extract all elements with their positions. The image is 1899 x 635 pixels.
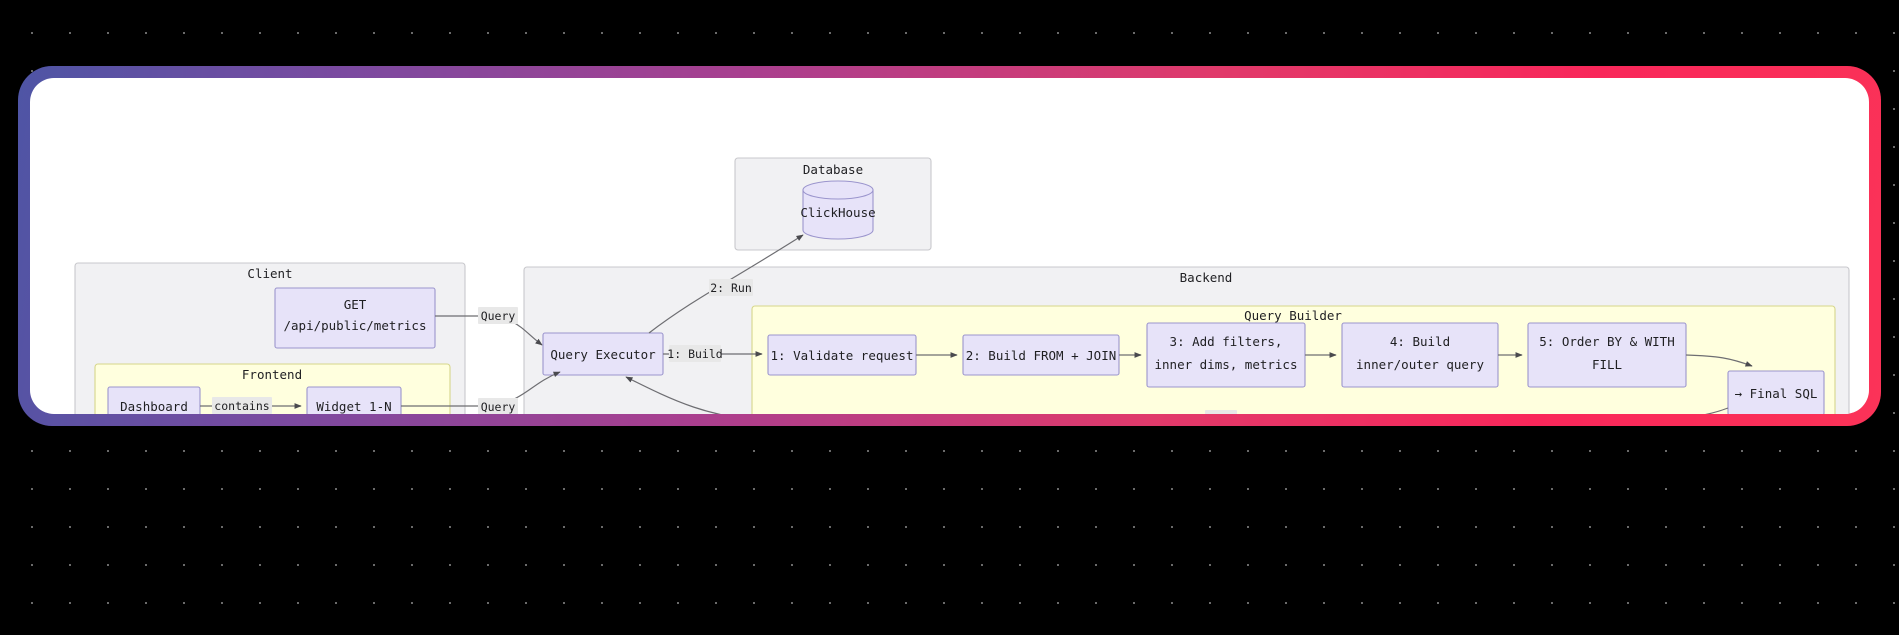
node-dashboard[interactable]: Dashboard [107,386,201,414]
svg-text:1: Build: 1: Build [667,347,722,361]
node-step-5-line1: 5: Order BY & WITH [1539,334,1674,349]
node-api-endpoint-line1: GET [344,297,367,312]
node-step-3-box[interactable] [1146,322,1306,388]
node-widget-label: Widget 1-N [316,399,391,414]
node-clickhouse[interactable]: ClickHouse [800,180,876,240]
subgraph-backend-label: Backend [1180,270,1233,285]
diagram-card: Client GET /api/public/metrics Frontend … [30,78,1869,414]
svg-text:SQL: SQL [1211,412,1232,414]
node-step-1-label: 1: Validate request [771,348,914,363]
node-final-sql[interactable]: → Final SQL [1727,370,1825,414]
edge-final-sql-to-executor [625,376,1729,414]
node-query-executor-label: Query Executor [550,347,656,362]
node-dashboard-label: Dashboard [120,399,188,414]
subgraph-query-builder-label: Query Builder [1244,308,1342,323]
node-api-endpoint-line2: /api/public/metrics [284,318,427,333]
edge-label-query-top: Query [478,307,518,324]
node-final-sql-label: → Final SQL [1735,386,1818,401]
node-clickhouse-label: ClickHouse [800,205,875,220]
subgraph-database-label: Database [803,162,863,177]
node-step-4-line1: 4: Build [1390,334,1450,349]
node-step-5[interactable]: 5: Order BY & WITH FILL [1527,322,1687,388]
svg-text:Query: Query [481,309,516,323]
svg-text:2: Run: 2: Run [710,281,752,295]
gradient-frame: Client GET /api/public/metrics Frontend … [18,66,1881,426]
node-api-endpoint[interactable]: GET /api/public/metrics [274,287,436,349]
subgraph-frontend-label: Frontend [242,367,302,382]
node-step-4[interactable]: 4: Build inner/outer query [1341,322,1499,388]
svg-text:Query: Query [481,400,516,414]
node-clickhouse-top [802,180,874,200]
edge-label-query-bottom: Query [478,398,518,414]
node-clickhouse-body[interactable] [802,189,874,240]
edge-label-run: 2: Run [709,279,753,296]
subgraph-client-label: Client [247,266,292,281]
edge-label-contains: contains [212,397,272,414]
node-step-4-box[interactable] [1341,322,1499,388]
node-step-4-line2: inner/outer query [1356,357,1484,372]
node-query-executor[interactable]: Query Executor [542,332,664,376]
node-widget[interactable]: Widget 1-N [306,386,402,414]
svg-text:contains: contains [214,399,269,413]
edge-label-sql: SQL [1205,410,1237,414]
edge-label-build: 1: Build [667,345,723,362]
flowchart-canvas: Client GET /api/public/metrics Frontend … [74,157,1850,414]
node-step-3-line1: 3: Add filters, [1170,334,1283,349]
node-step-2-label: 2: Build FROM + JOIN [966,348,1117,363]
node-step-5-box[interactable] [1527,322,1687,388]
node-step-1[interactable]: 1: Validate request [767,334,917,376]
node-final-sql-box[interactable] [1727,370,1825,414]
node-step-3-line2: inner dims, metrics [1155,357,1298,372]
node-step-5-line2: FILL [1592,357,1622,372]
node-step-3[interactable]: 3: Add filters, inner dims, metrics [1146,322,1306,388]
node-step-2[interactable]: 2: Build FROM + JOIN [962,334,1120,376]
edge-step5-to-final-sql [1685,354,1753,367]
node-api-endpoint-box[interactable] [274,287,436,349]
